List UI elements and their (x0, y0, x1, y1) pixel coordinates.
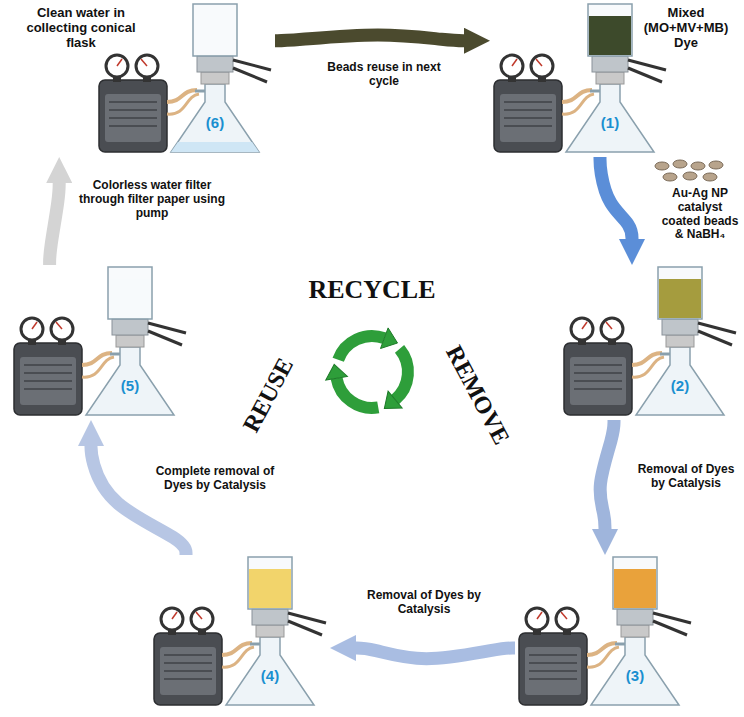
dye-liquid (589, 16, 631, 55)
recycle-symbol (321, 328, 427, 423)
filtration-setup (564, 267, 736, 415)
filtration-setup: Clean water in collecting conical flask (… (15, 2, 275, 157)
arrow-label: Complete removal of Dyes by Catalysis (138, 464, 292, 494)
process-arrow (600, 420, 614, 531)
arrow-label: Beads reuse in next cycle (312, 60, 456, 90)
filtration-setup (494, 4, 666, 152)
process-arrow (91, 444, 186, 555)
dye-liquid (614, 569, 656, 608)
center-label: REUSE (222, 326, 314, 464)
filtration-setup: (2) (560, 265, 740, 420)
callout-number: (5) (110, 377, 150, 394)
center-label: RECYCLE (277, 275, 467, 305)
filtration-setup (154, 557, 326, 705)
center-label: REMOVE (430, 322, 527, 469)
filtration-setup: Mixed (MO+MV+MB) Dye (1) (490, 2, 740, 157)
callout-number: (2) (660, 377, 700, 394)
process-arrow (50, 181, 60, 265)
arrow-label: Removal of Dyes by Catalysis (630, 462, 742, 492)
filtration-setup: (5) (10, 265, 190, 420)
setup-heading: Clean water in collecting conical flask (15, 6, 147, 51)
setup-heading: Mixed (MO+MV+MB) Dye (636, 6, 736, 51)
clean-water (171, 142, 259, 152)
filtration-setup (14, 267, 186, 415)
callout-number: (4) (250, 667, 290, 684)
catalyst-beads (655, 160, 723, 181)
callout-number: (6) (195, 114, 235, 131)
filtration-setup: (4) (150, 555, 330, 710)
arrow-label: Colorless water filter through filter pa… (75, 178, 229, 221)
filtration-setup: (3) (515, 555, 695, 710)
process-arrow (354, 648, 515, 659)
clear-liquid (109, 279, 151, 318)
callout-number: (1) (590, 114, 630, 131)
callout-number: (3) (615, 667, 655, 684)
process-arrow (600, 157, 632, 241)
dye-liquid (249, 569, 291, 608)
dye-liquid (659, 279, 701, 318)
arrow-label: Removal of Dyes by Catalysis (352, 588, 496, 618)
arrow-label: Au-Ag NP catalyst coated beads & NaBH₄ (655, 186, 744, 243)
filtration-setup (519, 557, 691, 705)
process-arrow (275, 35, 466, 41)
